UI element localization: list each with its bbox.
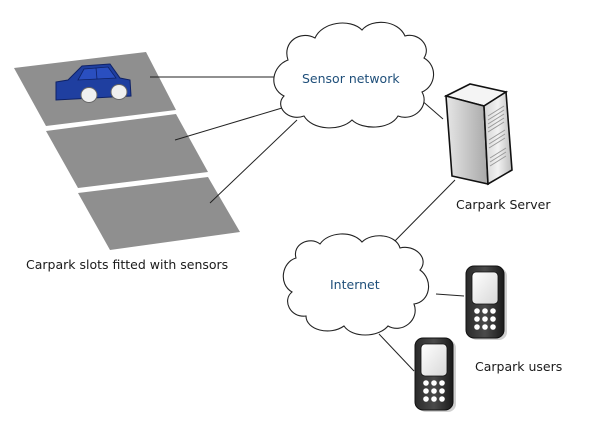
parking-slot-2 — [46, 114, 208, 188]
phone-icon — [465, 265, 507, 340]
internet-cloud-icon — [282, 233, 430, 336]
parking-slot-3 — [78, 177, 240, 250]
car-icon — [55, 63, 132, 103]
sensor-network-label: Sensor network — [302, 71, 400, 86]
server-icon — [443, 83, 513, 186]
link-internet-phone1 — [435, 293, 465, 297]
link-server-internet — [387, 179, 456, 249]
sensor-network-cloud-icon — [273, 21, 435, 129]
carpark-server-label: Carpark Server — [456, 197, 551, 212]
link-slot3-sensor — [209, 119, 298, 204]
internet-label: Internet — [330, 277, 380, 292]
carpark-users-label: Carpark users — [475, 359, 563, 374]
link-internet-phone2 — [378, 333, 415, 372]
carpark-slots-label: Carpark slots fitted with sensors — [26, 257, 229, 272]
link-slot2-sensor — [174, 107, 283, 141]
phone-icon — [414, 337, 456, 412]
parking-slots — [14, 52, 240, 250]
